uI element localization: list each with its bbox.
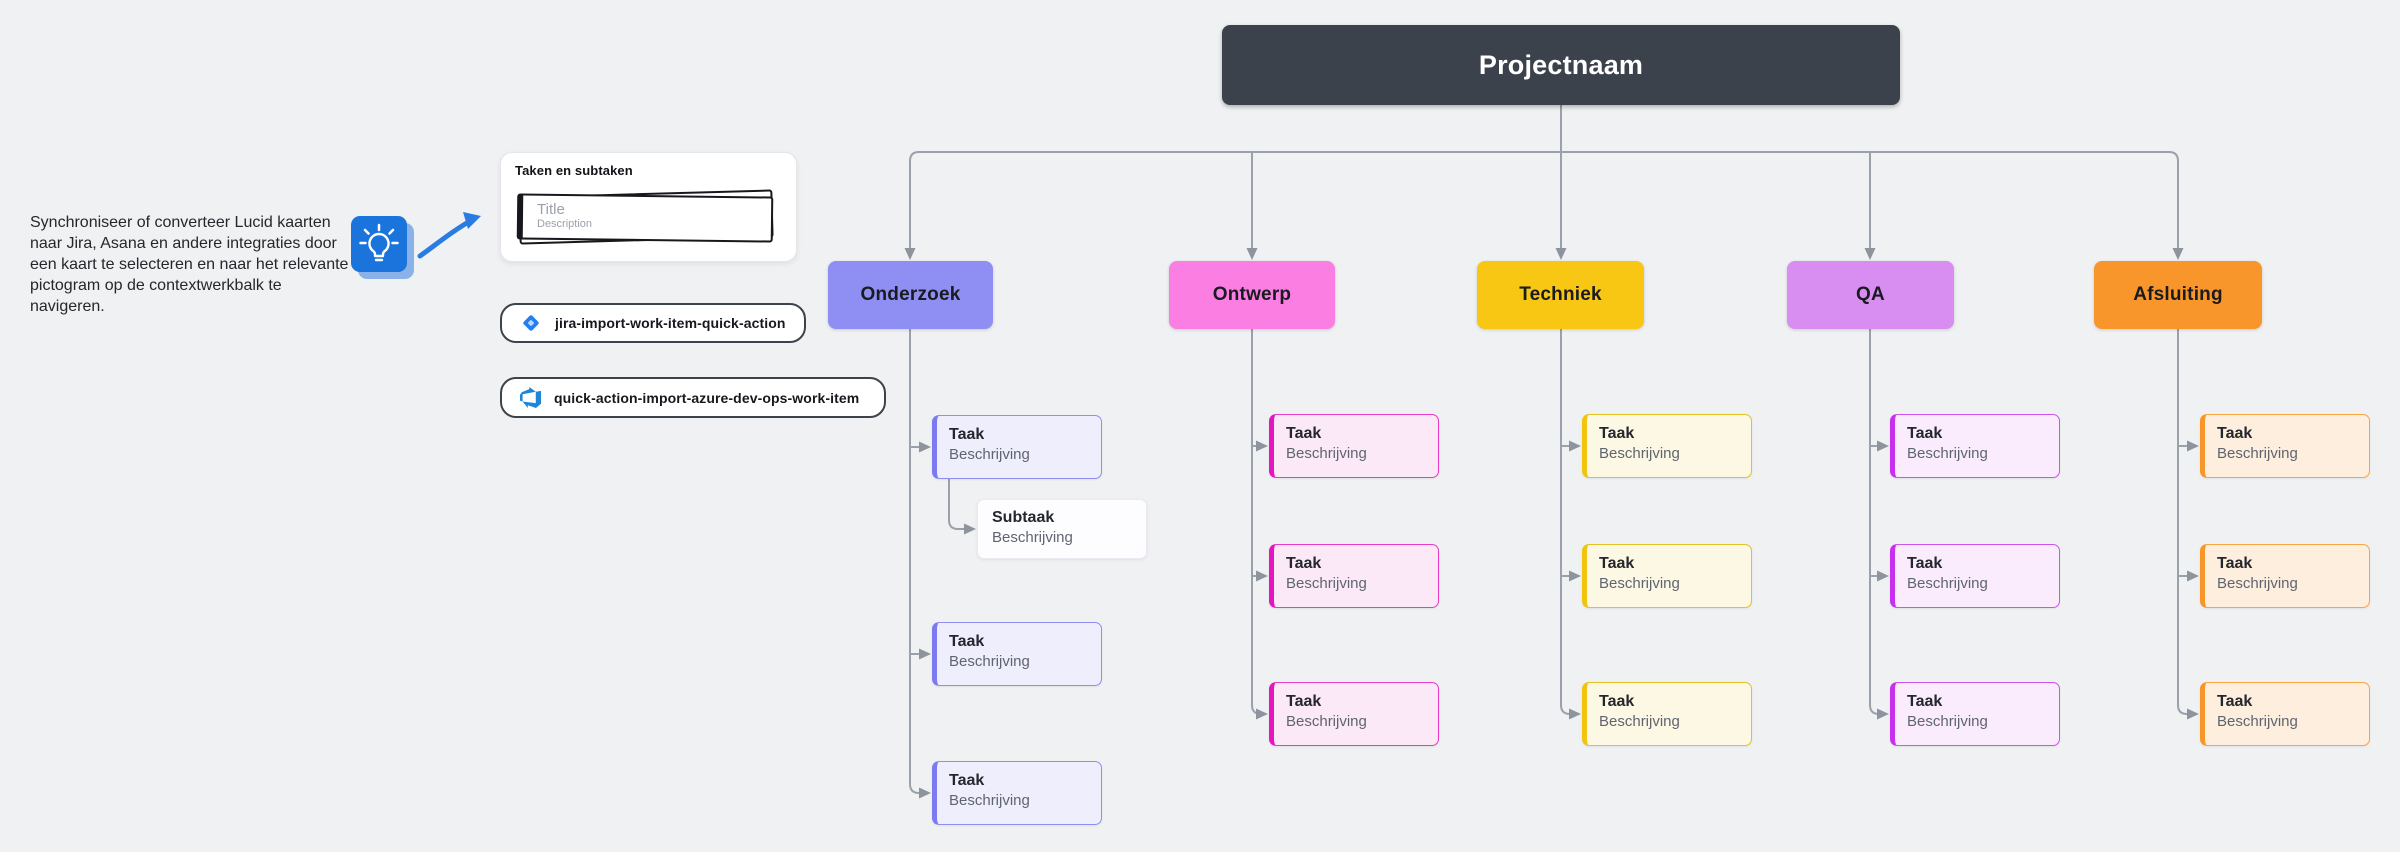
category-node-ontwerp[interactable]: Ontwerp — [1169, 261, 1335, 329]
sketch-title-placeholder: Title — [537, 201, 565, 218]
task-description: Beschrijving — [2217, 575, 2298, 592]
task-title: Taak — [949, 633, 985, 650]
task-description: Beschrijving — [1599, 575, 1680, 592]
task-title: Taak — [2217, 555, 2253, 572]
task-sketch: Title Description — [515, 185, 783, 249]
task-title: Taak — [1907, 555, 1943, 572]
task-title: Taak — [1286, 425, 1322, 442]
task-title: Taak — [1907, 425, 1943, 442]
task-description: Beschrijving — [1907, 713, 1988, 730]
task-description: Beschrijving — [949, 653, 1030, 670]
task-title: Taak — [1599, 693, 1635, 710]
task-title: Taak — [949, 772, 985, 789]
task-title: Taak — [2217, 693, 2253, 710]
task-title: Taak — [1599, 425, 1635, 442]
category-label: Ontwerp — [1212, 284, 1292, 305]
category-node-onderzoek[interactable]: Onderzoek — [828, 261, 993, 329]
quick-action-label: jira-import-work-item-quick-action — [555, 315, 786, 331]
task-description: Beschrijving — [1907, 575, 1988, 592]
task-description: Beschrijving — [1286, 713, 1367, 730]
task-description: Beschrijving — [1599, 445, 1680, 462]
jira-icon — [523, 315, 539, 331]
task-title: Taak — [1286, 555, 1322, 572]
project-root-node[interactable]: Projectnaam — [1222, 25, 1900, 105]
curved-arrow-icon — [417, 212, 481, 259]
task-description: Beschrijving — [1286, 575, 1367, 592]
category-label: Onderzoek — [860, 284, 961, 305]
task-title: Taak — [1286, 693, 1322, 710]
task-title: Taak — [949, 426, 985, 443]
subtask-description: Beschrijving — [992, 529, 1073, 546]
lightbulb-icon — [351, 216, 407, 272]
category-label: Afsluiting — [2133, 284, 2223, 305]
preview-card-title: Taken en subtaken — [515, 163, 633, 178]
sketch-description-placeholder: Description — [537, 218, 593, 230]
category-node-techniek[interactable]: Techniek — [1477, 261, 1644, 329]
category-label: Techniek — [1519, 284, 1602, 305]
task-description: Beschrijving — [2217, 713, 2298, 730]
jira-quick-action-button[interactable]: jira-import-work-item-quick-action — [500, 303, 806, 343]
task-title: Taak — [1599, 555, 1635, 572]
subtask-title: Subtaak — [992, 509, 1055, 526]
task-description: Beschrijving — [949, 446, 1030, 463]
instruction-text: Synchroniseer of converteer Lucid kaarte… — [30, 214, 349, 315]
template-preview-card[interactable]: Taken en subtaken Title Description — [500, 152, 797, 262]
task-title: Taak — [1907, 693, 1943, 710]
task-description: Beschrijving — [1599, 713, 1680, 730]
category-node-afsluiting[interactable]: Afsluiting — [2094, 261, 2262, 329]
project-root-label: Projectnaam — [1478, 49, 1644, 80]
category-label: QA — [1856, 284, 1885, 305]
task-title: Taak — [2217, 425, 2253, 442]
quick-action-label: quick-action-import-azure-dev-ops-work-i… — [554, 389, 860, 406]
task-description: Beschrijving — [1286, 445, 1367, 462]
azure-devops-quick-action-button[interactable]: quick-action-import-azure-dev-ops-work-i… — [500, 377, 886, 418]
task-description: Beschrijving — [949, 792, 1030, 809]
task-description: Beschrijving — [1907, 445, 1988, 462]
task-description: Beschrijving — [2217, 445, 2298, 462]
category-node-qa[interactable]: QA — [1787, 261, 1954, 329]
azure-devops-icon — [520, 387, 541, 408]
